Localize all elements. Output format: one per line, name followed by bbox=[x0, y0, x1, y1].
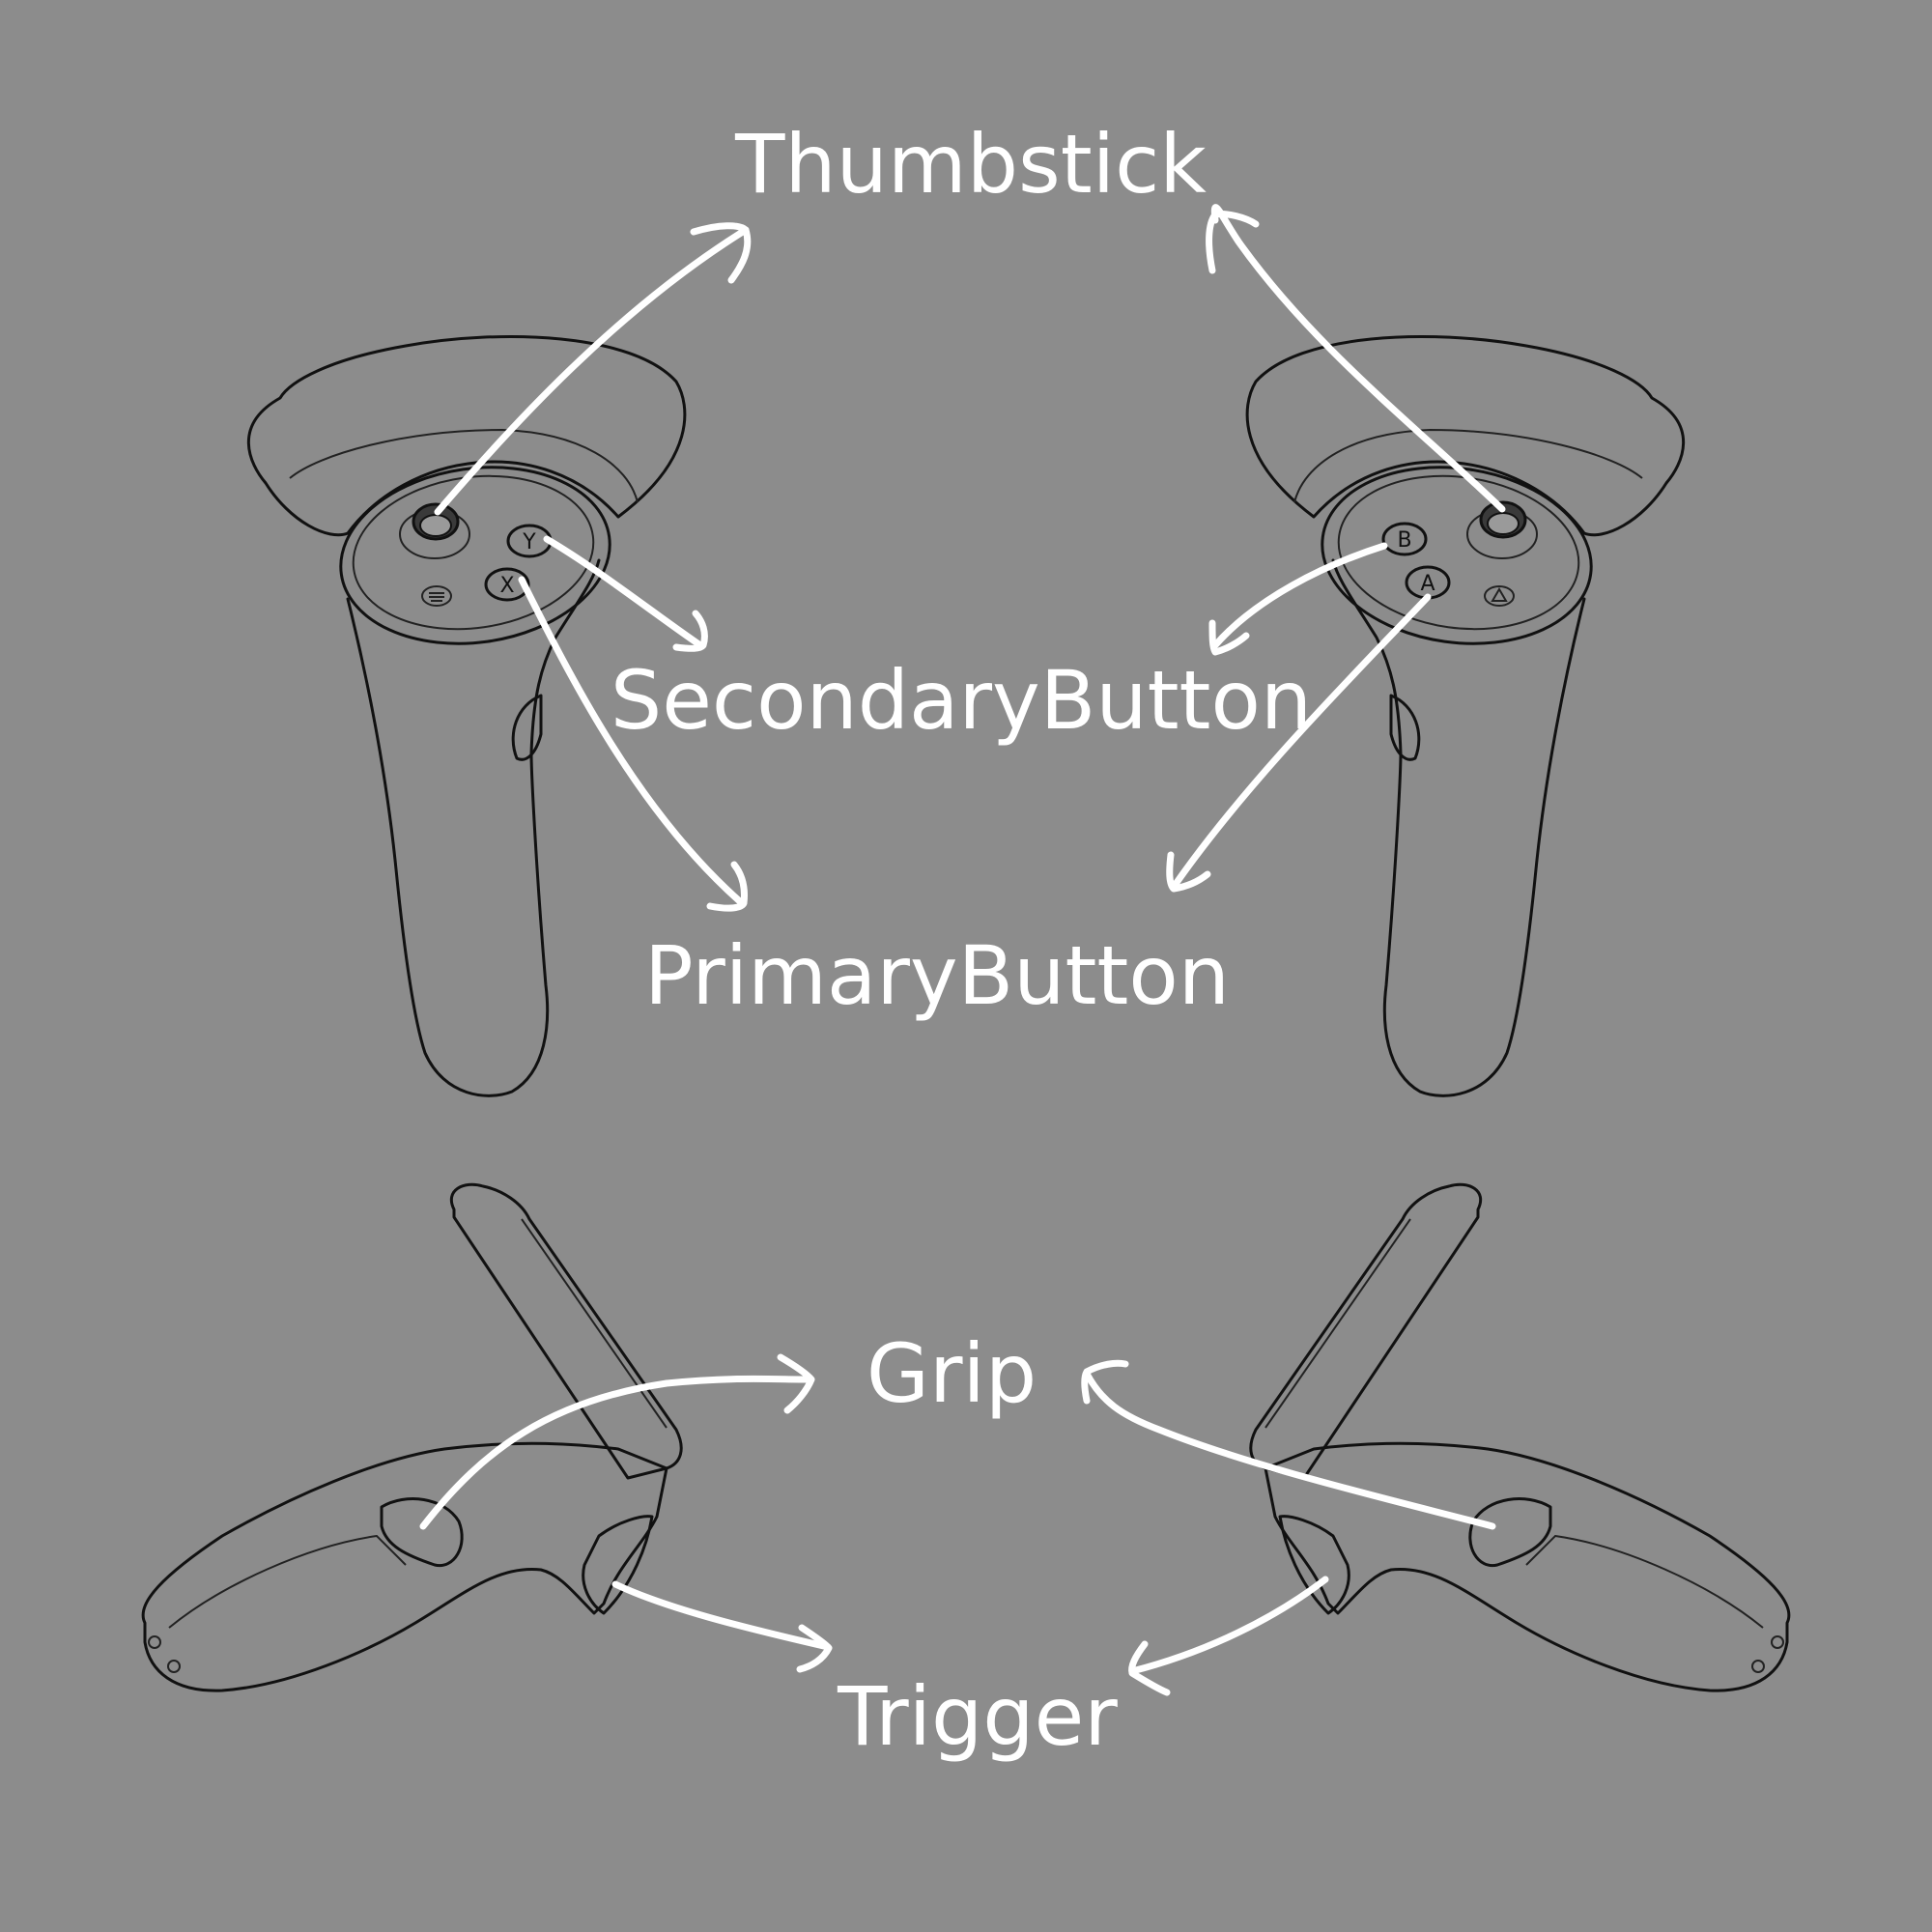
right-side-sensor-2 bbox=[1751, 1660, 1765, 1673]
left-side-trigger bbox=[582, 1515, 654, 1615]
arrow-primary-right bbox=[1170, 593, 1432, 891]
arrow-secondary-left bbox=[543, 535, 704, 649]
right-tracking-ring bbox=[1245, 334, 1686, 537]
label-trigger: Trigger bbox=[838, 1669, 1118, 1764]
arrow-grip-left bbox=[419, 1375, 813, 1530]
left-controller-side-view bbox=[141, 1182, 683, 1692]
left-y-letter: Y bbox=[522, 530, 536, 554]
arrow-trigger-left bbox=[611, 1580, 832, 1651]
arrowhead-primary-right bbox=[1166, 851, 1211, 893]
right-thumbstick-cap bbox=[1487, 512, 1520, 535]
left-side-body bbox=[141, 1441, 668, 1692]
arrow-thumbstick-left bbox=[434, 226, 750, 516]
label-grip: Grip bbox=[866, 1326, 1037, 1421]
arrowhead-trigger-right bbox=[1128, 1640, 1171, 1696]
left-side-sensor-1 bbox=[148, 1635, 161, 1649]
arrows bbox=[419, 204, 1506, 1696]
arrow-primary-left bbox=[518, 576, 746, 907]
home-icon bbox=[1491, 587, 1508, 602]
right-grip-notch bbox=[1389, 694, 1421, 761]
label-primary-button: PrimaryButton bbox=[644, 928, 1230, 1023]
left-side-ring bbox=[449, 1182, 683, 1480]
label-secondary-button: SecondaryButton bbox=[610, 653, 1313, 748]
arrow-thumbstick-right bbox=[1210, 204, 1506, 513]
right-b-letter: B bbox=[1397, 528, 1411, 553]
left-thumbstick-cap bbox=[419, 514, 452, 537]
menu-icon bbox=[429, 592, 444, 602]
arrowhead-thumbstick-left bbox=[690, 222, 752, 284]
arrowhead-thumbstick-right bbox=[1206, 211, 1260, 274]
right-side-trigger bbox=[1278, 1515, 1350, 1615]
right-side-body-inner bbox=[1525, 1534, 1764, 1629]
label-thumbstick: Thumbstick bbox=[735, 117, 1207, 212]
left-side-ring-inner bbox=[521, 1218, 668, 1429]
right-side-grip-pad bbox=[1468, 1497, 1552, 1568]
left-handle bbox=[346, 558, 601, 1097]
right-faceplate bbox=[1321, 466, 1593, 645]
arrowhead-primary-left bbox=[706, 861, 748, 912]
right-controller-side-view bbox=[1249, 1182, 1791, 1692]
arrowhead-grip-right bbox=[1081, 1359, 1129, 1405]
left-side-grip-pad bbox=[380, 1497, 464, 1568]
arrowhead-secondary-right bbox=[1208, 619, 1250, 656]
right-side-body bbox=[1264, 1441, 1791, 1692]
right-side-ring-inner bbox=[1264, 1218, 1411, 1429]
left-x-letter: X bbox=[499, 574, 514, 598]
right-home-button bbox=[1484, 585, 1515, 607]
right-handle bbox=[1331, 558, 1586, 1097]
left-menu-button bbox=[421, 585, 452, 607]
arrow-secondary-right bbox=[1211, 542, 1388, 649]
left-tracking-ring bbox=[246, 334, 687, 537]
right-side-sensor-1 bbox=[1771, 1635, 1784, 1649]
left-x-button bbox=[484, 567, 530, 602]
left-side-sensor-2 bbox=[167, 1660, 181, 1673]
left-ring-inner bbox=[289, 428, 639, 503]
left-grip-notch bbox=[511, 694, 543, 761]
right-side-ring bbox=[1249, 1182, 1483, 1480]
right-a-letter: A bbox=[1420, 572, 1435, 596]
right-controller-top-view: B A bbox=[1245, 334, 1686, 1097]
arrow-trigger-right bbox=[1128, 1576, 1329, 1675]
right-b-button bbox=[1381, 522, 1428, 556]
arrowhead-trigger-left bbox=[796, 1624, 833, 1673]
left-side-body-inner bbox=[168, 1534, 407, 1629]
arrowhead-grip-left bbox=[777, 1353, 815, 1414]
arrowhead-secondary-left bbox=[672, 610, 708, 652]
left-faceplate bbox=[339, 466, 611, 645]
right-ring-inner bbox=[1293, 428, 1643, 503]
arrow-grip-right bbox=[1083, 1370, 1496, 1530]
